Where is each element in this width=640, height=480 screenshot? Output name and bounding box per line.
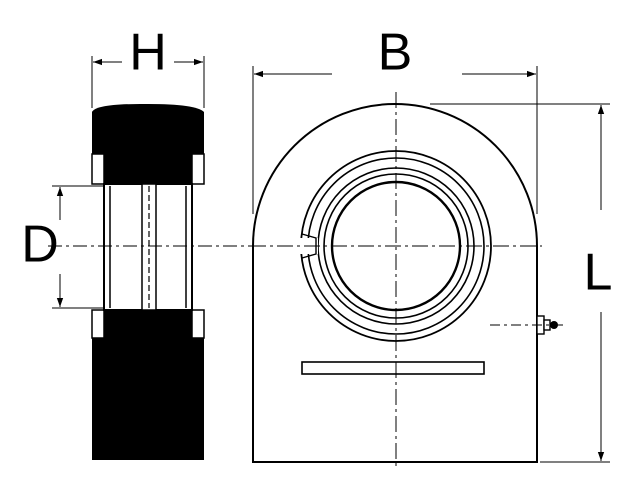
mounting-slot <box>301 361 485 375</box>
dim-h-label: H <box>129 24 167 82</box>
dimension-b: B <box>252 24 538 214</box>
front-view <box>250 92 566 470</box>
seal-groove-left-bottom <box>91 309 105 339</box>
seal-groove-right-bottom <box>191 309 205 339</box>
lube-groove <box>141 183 157 311</box>
seal-groove-right-top <box>191 153 205 185</box>
dimension-h: H <box>91 24 205 108</box>
dim-b-label: B <box>378 24 413 82</box>
dimension-l: L <box>430 103 613 463</box>
dim-d-label: D <box>21 216 59 274</box>
seal-groove-left-top <box>91 153 105 185</box>
dimension-d: D <box>21 185 104 309</box>
dim-l-label: L <box>584 244 613 302</box>
side-view <box>48 104 250 460</box>
